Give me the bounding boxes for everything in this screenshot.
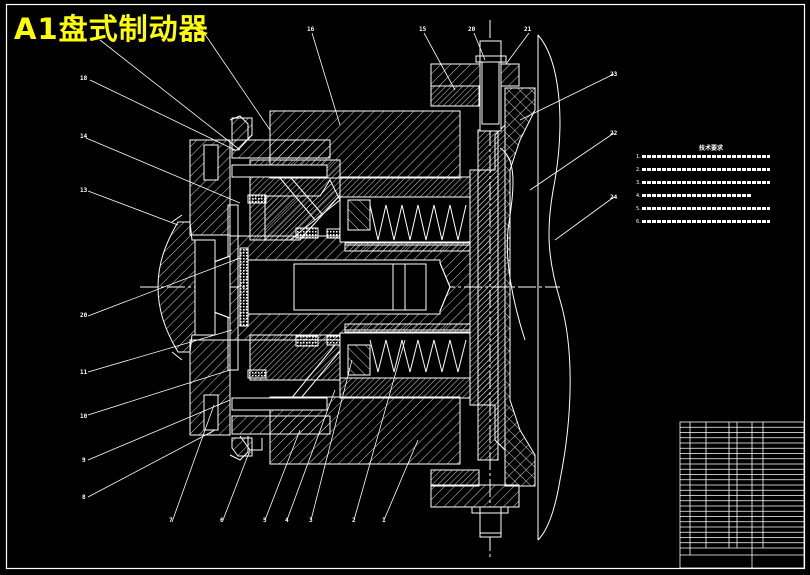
requirement-item: 2. [636, 167, 786, 173]
top-flange [430, 63, 520, 87]
callout-label: 23 [610, 71, 618, 78]
callout-label: 18 [80, 75, 88, 82]
technical-requirements-heading: 技术要求 [698, 145, 723, 152]
callout-label: 4 [285, 517, 289, 524]
disc-plate [477, 129, 499, 461]
title-block [679, 421, 805, 569]
requirement-item: 3. [636, 180, 786, 186]
bottom-flange [430, 484, 520, 508]
callout-label: 20 [80, 312, 88, 319]
drawing-border [5, 3, 806, 570]
callout-leaders [85, 23, 615, 523]
requirement-number: 3. [636, 180, 641, 186]
retaining-washer [239, 247, 249, 327]
requirement-number: 2. [636, 167, 641, 173]
requirement-number: 5. [636, 206, 641, 212]
callout-label: 7 [169, 517, 173, 524]
technical-requirements: 技术要求 1. 2. 3. 4. 5. 6. [636, 146, 786, 232]
callout-labels: 18 14 13 20 11 10 9 8 7 6 5 4 3 2 1 16 1… [80, 26, 618, 524]
callout-label: 13 [80, 187, 88, 194]
requirement-text-redacted [642, 207, 771, 210]
callout-label: 3 [309, 517, 313, 524]
requirement-item: 1. [636, 154, 786, 160]
callout-label: 6 [220, 517, 224, 524]
callout-label: 9 [82, 457, 86, 464]
callout-label: 14 [80, 133, 88, 140]
requirement-number: 4. [636, 193, 641, 199]
requirement-number: 6. [636, 219, 641, 225]
requirement-text-redacted [642, 168, 771, 171]
drawing-title: A1盘式制动器 [14, 12, 209, 46]
seal [295, 227, 319, 239]
callout-label: 1 [382, 517, 386, 524]
requirement-text-redacted [642, 155, 771, 158]
end-cap [157, 221, 196, 353]
requirement-text-redacted [642, 181, 771, 184]
callout-label: 2 [352, 517, 356, 524]
shaft [247, 259, 451, 315]
upper-spring [369, 204, 467, 241]
friction-lining [504, 87, 536, 487]
callout-label: 21 [524, 26, 532, 33]
requirement-text-redacted [642, 194, 753, 197]
callout-label: 11 [80, 369, 88, 376]
brake-assembly-section [140, 20, 571, 560]
callout-label: 16 [307, 26, 315, 33]
callout-label: 8 [82, 494, 86, 501]
callout-label: 15 [419, 26, 427, 33]
callout-label: 20 [468, 26, 476, 33]
requirement-item: 5. [636, 206, 786, 212]
callout-label: 10 [80, 413, 88, 420]
callout-label: 22 [610, 130, 618, 137]
wheel-contour [537, 34, 571, 541]
requirement-text-redacted [642, 220, 771, 223]
requirement-item: 6. [636, 219, 786, 225]
requirement-number: 1. [636, 154, 641, 160]
callout-label: 24 [610, 194, 618, 201]
lower-spring [369, 339, 467, 373]
callout-label: 5 [263, 517, 267, 524]
requirement-item: 4. [636, 193, 786, 199]
